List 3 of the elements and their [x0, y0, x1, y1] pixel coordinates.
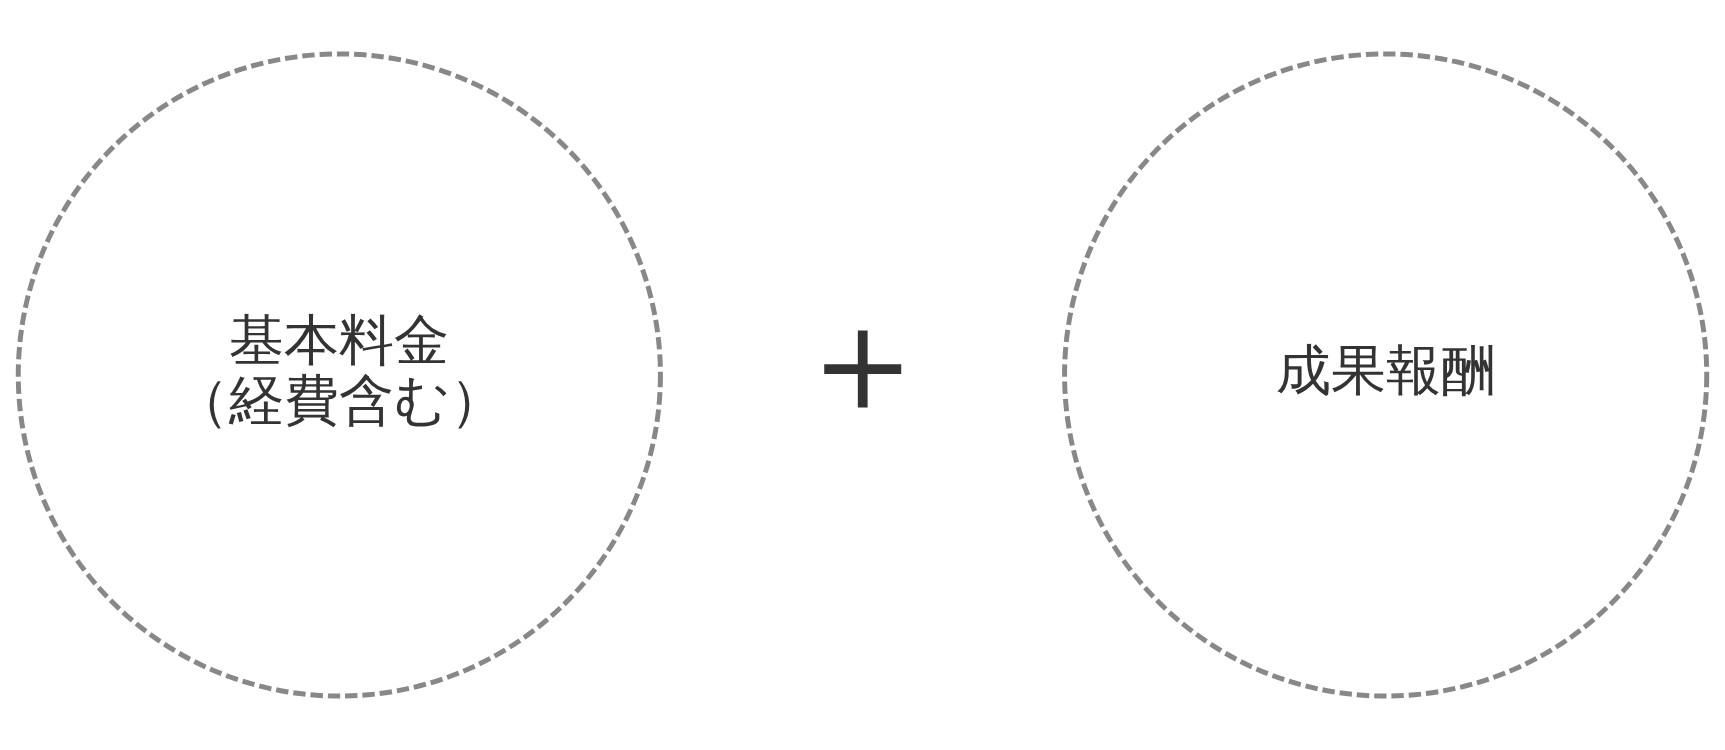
label: ＋: [788, 274, 937, 448]
node-circle: 成果報酬: [1062, 51, 1710, 699]
node-circle: 基本料金 （経費含む）: [15, 51, 663, 699]
